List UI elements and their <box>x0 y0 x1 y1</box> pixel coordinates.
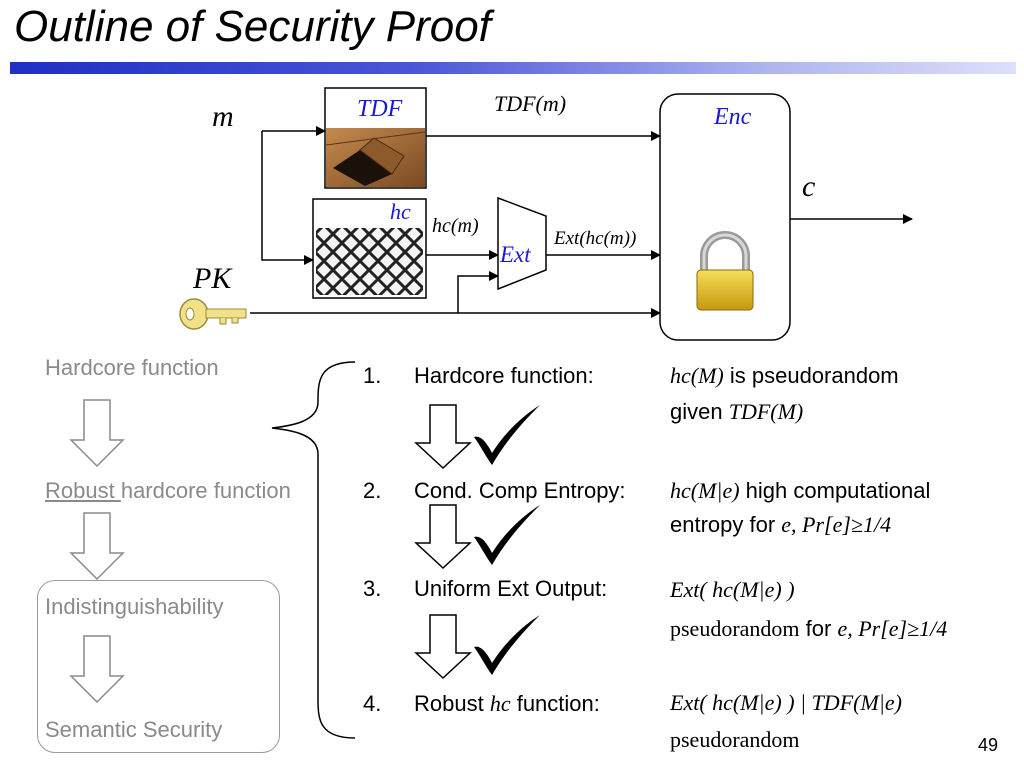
step-3-desc-line2: pseudorandom for e, Pr[e]≥1/4 <box>670 616 948 641</box>
trapdoor-image <box>325 128 426 187</box>
step-1-desc-line1: hc(M) is pseudorandom <box>670 363 899 388</box>
flow-down-arrow-icon <box>69 399 125 468</box>
step-1-label: Hardcore function: <box>414 363 594 388</box>
tdf-label: TDF <box>357 96 403 122</box>
page-title: Outline of Security Proof <box>14 2 491 51</box>
step-1-check-group <box>414 404 540 470</box>
enc-label: Enc <box>713 104 752 130</box>
step-2-check-group <box>414 504 540 570</box>
step-4-label: Robust hc function: <box>414 691 600 716</box>
flow-indistinguishability: Indistinguishability <box>45 594 224 619</box>
flow-robust-word: Robust <box>45 478 121 503</box>
step-2-desc-line1: hc(M|e) high computational <box>670 478 931 503</box>
step-arrows-and-checks <box>414 404 540 680</box>
check-mark-icon <box>474 405 540 465</box>
flow-down-arrow-icon <box>69 635 125 704</box>
protocol-diagram: m PK TDF TDF(m) hc hc(m) Ext Ext(hc(m)) … <box>179 87 913 341</box>
step-1-number: 1. <box>363 363 382 388</box>
check-mark-icon <box>474 505 540 565</box>
page-number: 49 <box>978 735 999 755</box>
flow-robust-rest: hardcore function <box>120 478 291 503</box>
flow-security-group <box>37 580 280 753</box>
ext-hc-m-label: Ext(hc(m)) <box>553 228 636 249</box>
ext-label: Ext <box>499 242 531 267</box>
check-mark-icon <box>474 615 540 675</box>
step-2-number: 2. <box>363 478 382 503</box>
down-arrow-icon <box>414 404 472 470</box>
curly-brace <box>271 361 356 739</box>
step-3-check-group <box>414 614 540 680</box>
down-arrow-icon <box>414 614 472 680</box>
pk-to-ext-wire <box>457 271 499 313</box>
flow-arrows <box>69 361 356 739</box>
fence-image <box>316 228 423 295</box>
step-1-desc-line2: given TDF(M) <box>670 399 804 424</box>
c-label: c <box>802 170 815 203</box>
flow-hardcore-function: Hardcore function <box>45 355 219 380</box>
m-label: m <box>212 100 234 133</box>
flow-semantic-security: Semantic Security <box>45 717 223 742</box>
step-4-number: 4. <box>363 691 382 716</box>
step-2-desc-line2: entropy for e, Pr[e]≥1/4 <box>670 512 892 537</box>
step-3-number: 3. <box>363 576 382 601</box>
step-2-label: Cond. Comp Entropy: <box>414 478 626 503</box>
down-arrow-icon <box>414 504 472 570</box>
enc-box <box>659 93 791 341</box>
key-icon <box>179 298 247 330</box>
step-4-desc-line1: Ext( hc(M|e) ) | TDF(M|e) <box>670 690 902 715</box>
hc-m-label: hc(m) <box>432 215 479 237</box>
flow-robust-hardcore-function: Robust hardcore function <box>45 478 291 504</box>
hc-label: hc <box>390 199 411 224</box>
padlock-icon <box>696 231 754 311</box>
flow-down-arrow-icon <box>69 512 125 581</box>
step-3-label: Uniform Ext Output: <box>414 576 608 601</box>
title-gradient-bar <box>10 62 1016 74</box>
m-to-hc-wire <box>261 131 314 265</box>
tdf-m-label: TDF(m) <box>494 91 566 116</box>
step-4-desc-line2: pseudorandom <box>670 727 800 752</box>
pk-label: PK <box>192 262 233 295</box>
step-3-desc-line1: Ext( hc(M|e) ) <box>670 577 795 602</box>
